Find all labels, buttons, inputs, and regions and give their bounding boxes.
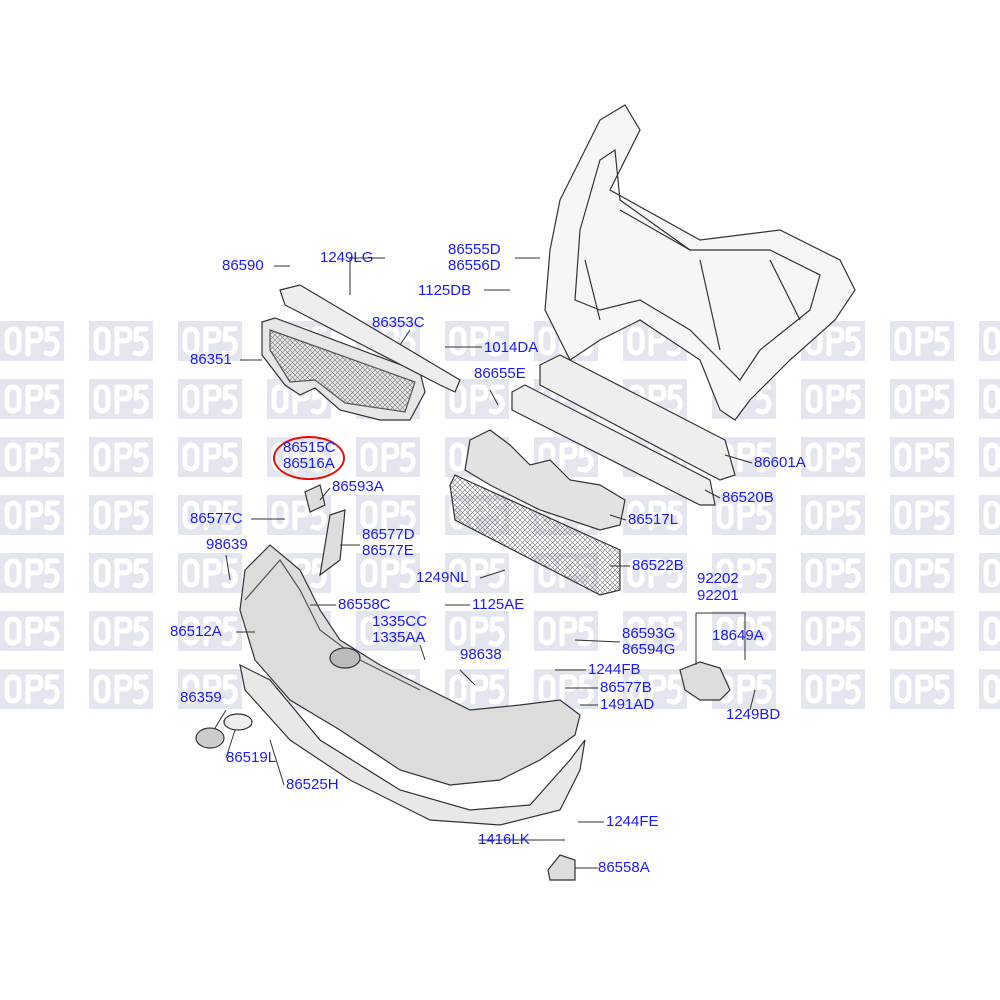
part-label-1125AE[interactable]: 1125AE xyxy=(472,596,525,613)
part-label-86515C[interactable]: 86515C xyxy=(283,439,336,456)
part-label-86577D[interactable]: 86577D xyxy=(362,526,415,543)
part-label-86556D[interactable]: 86556D xyxy=(448,257,501,274)
part-label-86359[interactable]: 86359 xyxy=(180,689,222,706)
part-label-86577B[interactable]: 86577B xyxy=(600,679,652,696)
part-label-86558A[interactable]: 86558A xyxy=(598,859,650,876)
part-label-86519L[interactable]: 86519L xyxy=(226,749,277,766)
radiator-grille xyxy=(261,317,426,421)
part-label-86577E[interactable]: 86577E xyxy=(362,542,414,559)
part-label-86590[interactable]: 86590 xyxy=(222,257,264,274)
fog-lamp xyxy=(679,661,731,701)
part-label-86577C[interactable]: 86577C xyxy=(190,510,243,527)
part-label-1125DB[interactable]: 1125DB xyxy=(418,282,472,299)
part-label-86522B[interactable]: 86522B xyxy=(632,557,684,574)
part-label-1249LG[interactable]: 1249LG xyxy=(320,249,374,266)
part-label-1335CC[interactable]: 1335CC xyxy=(372,613,428,630)
part-label-86593G[interactable]: 86593G xyxy=(622,625,676,642)
grille-cover xyxy=(279,284,461,393)
bumper-beam xyxy=(539,354,736,481)
part-label-86520B[interactable]: 86520B xyxy=(722,489,774,506)
emblem-mount xyxy=(329,647,361,669)
part-label-92202[interactable]: 92202 xyxy=(697,570,739,587)
part-label-18649A[interactable]: 18649A xyxy=(712,627,764,644)
radiator-support-frame xyxy=(544,104,856,421)
part-label-1014DA[interactable]: 1014DA xyxy=(484,339,539,356)
part-label-86353C[interactable]: 86353C xyxy=(372,314,425,331)
lower-grille xyxy=(449,474,621,596)
emblem-plate xyxy=(223,713,253,731)
emblem xyxy=(195,727,225,749)
part-label-86516A[interactable]: 86516A xyxy=(283,455,335,472)
part-label-1416LK[interactable]: 1416LK xyxy=(478,831,530,848)
leader-lines xyxy=(214,257,756,869)
part-label-1244FB[interactable]: 1244FB xyxy=(588,661,641,678)
side-bracket xyxy=(304,484,346,577)
part-label-92201[interactable]: 92201 xyxy=(697,587,739,604)
part-label-1244FE[interactable]: 1244FE xyxy=(606,813,659,830)
part-label-86351[interactable]: 86351 xyxy=(190,351,232,368)
part-label-1249BD[interactable]: 1249BD xyxy=(726,706,781,723)
highlight-circle xyxy=(273,436,345,480)
part-label-86601A[interactable]: 86601A xyxy=(754,454,806,471)
skid-bracket xyxy=(547,854,576,881)
energy-absorber xyxy=(511,384,716,506)
bumper-lower-lip xyxy=(239,663,586,826)
part-label-86517L[interactable]: 86517L xyxy=(628,511,679,528)
bumper-cover xyxy=(239,544,581,786)
part-label-98638[interactable]: 98638 xyxy=(460,646,502,663)
part-label-86555D[interactable]: 86555D xyxy=(448,241,501,258)
part-label-86558C[interactable]: 86558C xyxy=(338,596,391,613)
part-label-98639[interactable]: 98639 xyxy=(206,536,248,553)
part-label-86593A[interactable]: 86593A xyxy=(332,478,384,495)
part-label-86525H[interactable]: 86525H xyxy=(286,776,339,793)
part-label-86655E[interactable]: 86655E xyxy=(474,365,526,382)
part-label-1335AA[interactable]: 1335AA xyxy=(372,629,426,646)
part-label-86594G[interactable]: 86594G xyxy=(622,641,676,658)
part-label-1491AD[interactable]: 1491AD xyxy=(600,696,655,713)
grille-bracket xyxy=(464,429,626,531)
part-label-86512A[interactable]: 86512A xyxy=(170,623,222,640)
part-label-1249NL[interactable]: 1249NL xyxy=(416,569,469,586)
